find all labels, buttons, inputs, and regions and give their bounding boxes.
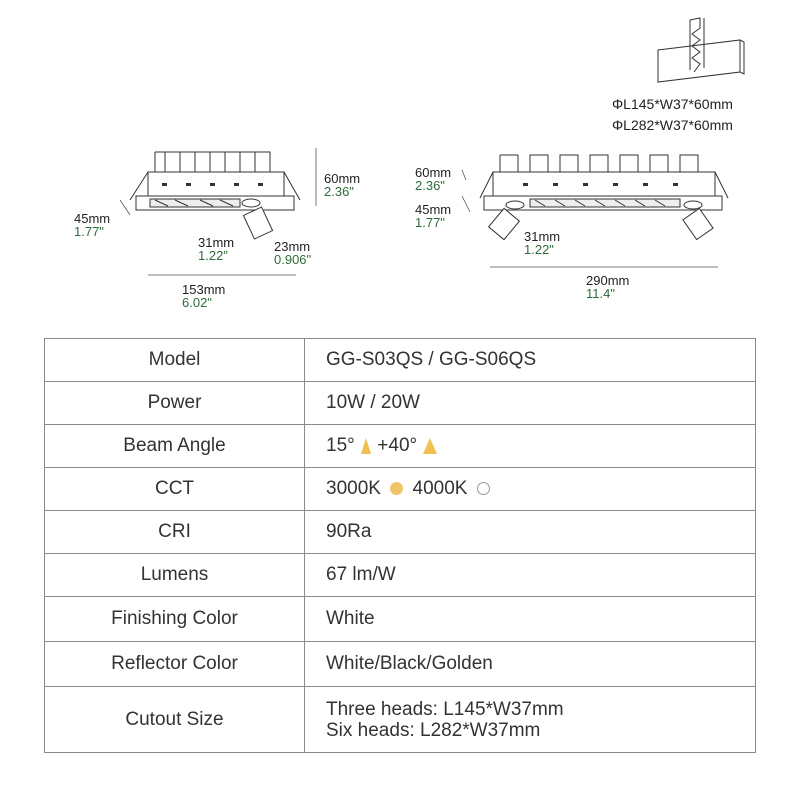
table-row: Model GG-S03QS / GG-S06QS: [44, 338, 756, 382]
table-row: Beam Angle 15° +40°: [44, 424, 756, 468]
table-row: Power 10W / 20W: [44, 381, 756, 425]
spec-label: Power: [44, 381, 305, 425]
three-tilt-mm: 23mm: [274, 239, 311, 254]
three-tilt-dim: 23mm 0.906": [274, 240, 311, 266]
warm-white-swatch-icon: [390, 482, 404, 496]
six-height-dim: 60mm 2.36": [415, 166, 451, 192]
six-side-in: 1.77": [415, 215, 445, 230]
three-length-in: 6.02": [182, 295, 212, 310]
spec-label: Model: [44, 338, 305, 382]
table-row: Lumens 67 lm/W: [44, 553, 756, 597]
six-side-dim: 45mm 1.77": [415, 203, 451, 229]
six-head-dim: 31mm 1.22": [524, 230, 560, 256]
spec-label: Finishing Color: [44, 596, 305, 642]
table-row: Cutout Size Three heads: L145*W37mm Six …: [44, 686, 756, 753]
three-height-in: 2.36": [324, 184, 354, 199]
spec-label: Cutout Size: [44, 686, 305, 753]
narrow-beam-icon: [361, 437, 372, 454]
three-side-in: 1.77": [74, 224, 104, 239]
spec-label: CRI: [44, 510, 305, 554]
spec-label: Beam Angle: [44, 424, 305, 468]
spec-value: GG-S03QS / GG-S06QS: [304, 338, 756, 382]
six-length-in: 11.4": [586, 286, 615, 301]
six-height-in: 2.36": [415, 178, 445, 193]
spec-value: 67 lm/W: [304, 553, 756, 597]
six-side-mm: 45mm: [415, 202, 452, 217]
spec-value: 90Ra: [304, 510, 756, 554]
cutout-line-three: Three heads: L145*W37mm: [326, 698, 564, 720]
three-side-mm: 45mm: [74, 211, 111, 226]
spec-value: 10W / 20W: [304, 381, 756, 425]
spec-value: 3000K 4000K: [304, 467, 756, 511]
three-height-mm: 60mm: [324, 171, 361, 186]
spec-value: Three heads: L145*W37mm Six heads: L282*…: [304, 686, 756, 753]
six-head-mm: 31mm: [524, 229, 561, 244]
table-row: CRI 90Ra: [44, 510, 756, 554]
spec-label: Lumens: [44, 553, 305, 597]
spec-table: Model GG-S03QS / GG-S06QS Power 10W / 20…: [44, 338, 756, 753]
spec-value: 15° +40°: [304, 424, 756, 468]
three-head-in: 1.22": [198, 248, 228, 263]
cct-value-b: 4000K: [412, 478, 468, 499]
six-length-mm: 290mm: [586, 273, 630, 288]
wide-beam-icon: [423, 437, 438, 454]
spec-label: Reflector Color: [44, 641, 305, 687]
cct-value-a: 3000K: [326, 478, 381, 499]
beam-value-b: +40°: [377, 435, 418, 456]
three-head-dim: 31mm 1.22": [198, 236, 234, 262]
spec-value: White: [304, 596, 756, 642]
three-side-dim: 45mm 1.77": [74, 212, 110, 238]
three-tilt-in: 0.906": [274, 252, 312, 267]
table-row: Reflector Color White/Black/Golden: [44, 641, 756, 687]
cutout-dimension-1: ΦL145*W37*60mm: [612, 96, 733, 112]
cutout-dimension-2: ΦL282*W37*60mm: [612, 117, 733, 133]
neutral-white-swatch-icon: [476, 482, 490, 496]
three-height-dim: 60mm 2.36": [324, 172, 360, 198]
cutout-line-six: Six heads: L282*W37mm: [326, 719, 541, 741]
spec-label: CCT: [44, 467, 305, 511]
table-row: CCT 3000K 4000K: [44, 467, 756, 511]
three-length-mm: 153mm: [182, 282, 226, 297]
six-length-dim: 290mm 11.4": [586, 274, 629, 300]
six-height-mm: 60mm: [415, 165, 452, 180]
three-head-mm: 31mm: [198, 235, 235, 250]
beam-value-a: 15°: [326, 435, 355, 456]
three-length-dim: 153mm 6.02": [182, 283, 225, 309]
table-row: Finishing Color White: [44, 596, 756, 642]
spec-value: White/Black/Golden: [304, 641, 756, 687]
six-head-in: 1.22": [524, 242, 554, 257]
